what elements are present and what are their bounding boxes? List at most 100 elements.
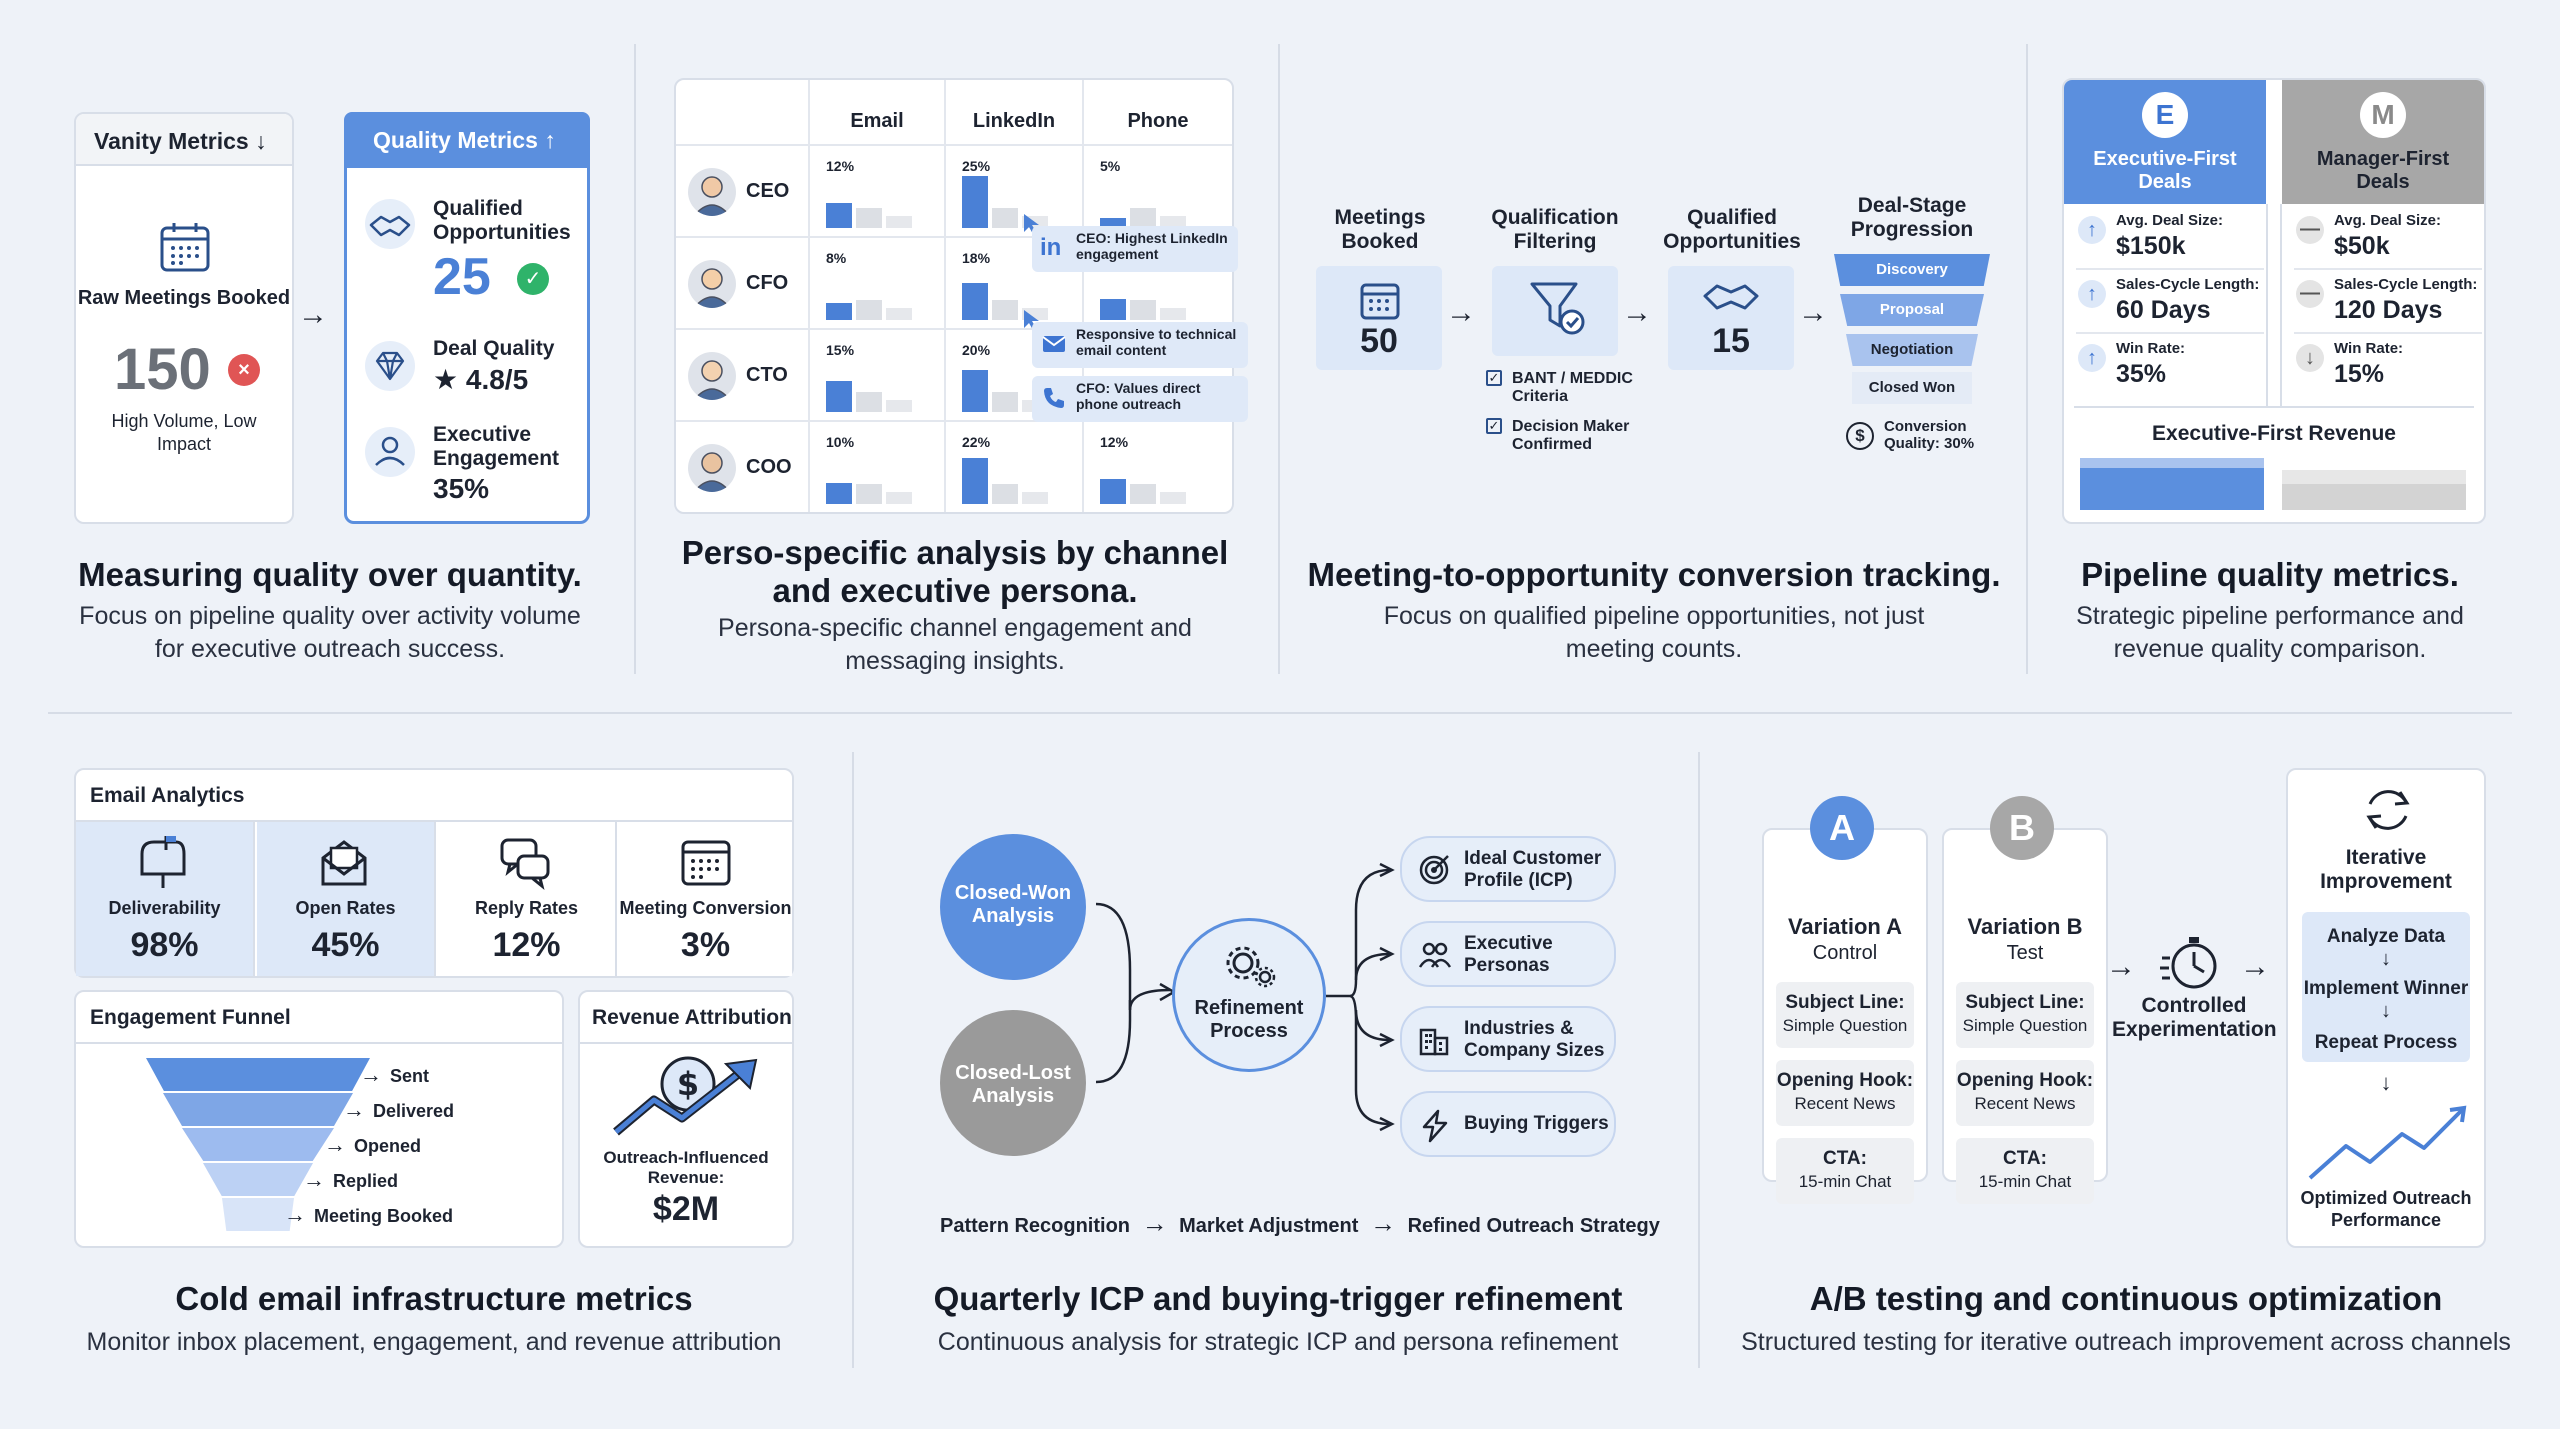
people-icon: [1418, 942, 1452, 968]
panel7-title: A/B testing and continuous optimization: [1809, 1280, 2443, 1317]
checkbox-icon: ✓: [1486, 418, 1502, 434]
svg-text:$: $: [677, 1065, 699, 1103]
kpi-label: Deliverability: [108, 898, 221, 918]
baseline-bar: [856, 392, 882, 412]
arrow-right-icon: →: [1798, 296, 1828, 329]
pipeline-card: E Executive-First Deals M Manager-First …: [2062, 78, 2486, 524]
ab-item-value: 15-min Chat: [1978, 1172, 2072, 1191]
channel-bar: [962, 176, 988, 228]
baseline-bar: [886, 216, 912, 228]
ab-item: Subject Line:Simple Question: [1956, 982, 2094, 1048]
revenue-label: Outreach-Influenced Revenue:: [603, 1148, 769, 1188]
persona-avatar: [688, 260, 736, 308]
icp-output-label: Executive Personas: [1464, 933, 1553, 976]
panel3-title: Meeting-to-opportunity conversion tracki…: [1307, 556, 2001, 593]
checkbox-icon: ✓: [1486, 370, 1502, 386]
flow-refined: Refined Outreach Strategy: [1407, 1215, 1660, 1237]
icp-output-label: Buying Triggers: [1464, 1113, 1609, 1134]
persona-avatar: [688, 168, 736, 216]
channel-value: 25%: [962, 158, 991, 174]
revenue-value: $2M: [652, 1190, 720, 1228]
iterative-card: Iterative Improvement Analyze Data ↓ Imp…: [2286, 768, 2486, 1248]
panel7-subtitle: Structured testing for iterative outreac…: [1741, 1328, 2511, 1356]
col-phone: Phone: [1127, 110, 1189, 132]
channel-value: 5%: [1100, 158, 1121, 174]
persona-label: CTO: [746, 364, 788, 386]
channel-value: 20%: [962, 342, 991, 358]
persona-avatar-icon: [693, 176, 731, 216]
ab-item-value: Recent News: [1794, 1094, 1896, 1113]
metric-value: 15%: [2334, 360, 2385, 388]
meetings-tile: 50: [1316, 266, 1442, 370]
refinement-node: Refinement Process: [1172, 918, 1326, 1072]
baseline-bar: [1130, 484, 1156, 504]
revenue-header: Revenue Attribution: [592, 1006, 792, 1029]
panel4-subtitle: Strategic pipeline performance and reven…: [2076, 602, 2464, 663]
kpi-label: Meeting Conversion: [619, 898, 792, 918]
mgr-badge: M: [2360, 92, 2406, 138]
diamond-icon: [365, 341, 415, 391]
metric-value: 60 Days: [2116, 296, 2211, 324]
ab-item-key: Subject Line:: [1965, 992, 2085, 1013]
arrow-down-icon: ↓: [2381, 1000, 2391, 1022]
arrow-right-icon: →: [2106, 950, 2136, 983]
arrow-up-icon: ↑: [2078, 216, 2106, 244]
arrow-right-icon: →: [1141, 1208, 1168, 1238]
funnel-icon: [1530, 282, 1585, 335]
divider: [2026, 44, 2028, 674]
tooltip-linkedin: in CEO: Highest LinkedIn engagement: [1032, 226, 1238, 272]
funnel-step-text: Opened: [354, 1136, 422, 1156]
x-icon: ×: [228, 354, 260, 386]
variation-a-title: Variation A: [1787, 914, 1903, 939]
variation-a-sub: Control: [1812, 942, 1878, 964]
flow-line: Pattern Recognition → Market Adjustment …: [940, 1208, 1660, 1239]
metric-divider: [2294, 268, 2482, 270]
channel-bar: [962, 283, 988, 320]
envelope-open-icon: [321, 840, 367, 886]
lightning-icon: [1422, 1109, 1448, 1143]
mgr-title: Manager-First Deals: [2316, 148, 2450, 193]
variation-b-title: Variation B: [1967, 914, 2083, 939]
variation-a-card: Variation A Control Subject Line:Simple …: [1762, 828, 1928, 1204]
persona-avatar-icon: [693, 360, 731, 400]
raw-note: High Volume, Low Impact: [111, 411, 257, 454]
panel1-title: Measuring quality over quantity.: [78, 556, 582, 593]
persona-avatar-icon: [693, 452, 731, 492]
handshake-icon: [1703, 284, 1759, 310]
check-icon: ✓: [517, 263, 549, 295]
channel-value: 15%: [826, 342, 855, 358]
dq-value: ★ 4.8/5: [433, 364, 529, 395]
ab-item-key: CTA:: [2003, 1148, 2047, 1169]
channel-bar: [826, 203, 852, 228]
ab-item-key: CTA:: [1823, 1148, 1867, 1169]
icp-output-3: Buying Triggers: [1400, 1091, 1616, 1157]
user-icon: [365, 427, 415, 477]
baseline-bar: [856, 484, 882, 504]
baseline-bar: [856, 208, 882, 228]
baseline-bar: [886, 308, 912, 320]
arrow-up-icon: ↑: [2078, 344, 2106, 372]
qualified-tile: 15: [1668, 266, 1794, 370]
email-analytics-header: Email Analytics: [90, 784, 245, 807]
panel4-title: Pipeline quality metrics.: [2081, 556, 2459, 593]
calendar-icon: [681, 840, 731, 886]
ab-item-value: Recent News: [1974, 1094, 2076, 1113]
vanity-label: Vanity Metrics ↓: [94, 128, 267, 154]
ab-item: Subject Line:Simple Question: [1776, 982, 1914, 1048]
channel-bar: [826, 303, 852, 320]
iter-steps-box: Analyze Data ↓ Implement Winner ↓ Repeat…: [2302, 912, 2470, 1062]
metric-divider: [2294, 332, 2482, 334]
vanity-card: Vanity Metrics ↓ Raw Meetings Booked 150…: [74, 112, 294, 524]
baseline-bar: [1160, 492, 1186, 504]
phone-icon: [1044, 388, 1064, 408]
divider: [1278, 44, 1280, 674]
arrow-down-icon: ↓: [255, 128, 267, 154]
minus-icon: —: [2296, 216, 2324, 244]
chat-bubbles-icon: [500, 838, 550, 890]
variation-b-sub: Test: [2006, 942, 2044, 964]
metric-label: Avg. Deal Size:: [2116, 212, 2223, 229]
metric-divider: [2076, 332, 2264, 334]
engagement-funnel-card: Engagement Funnel →Sent→Delivered→Opened…: [74, 990, 564, 1248]
calendar-icon: [1360, 283, 1400, 320]
